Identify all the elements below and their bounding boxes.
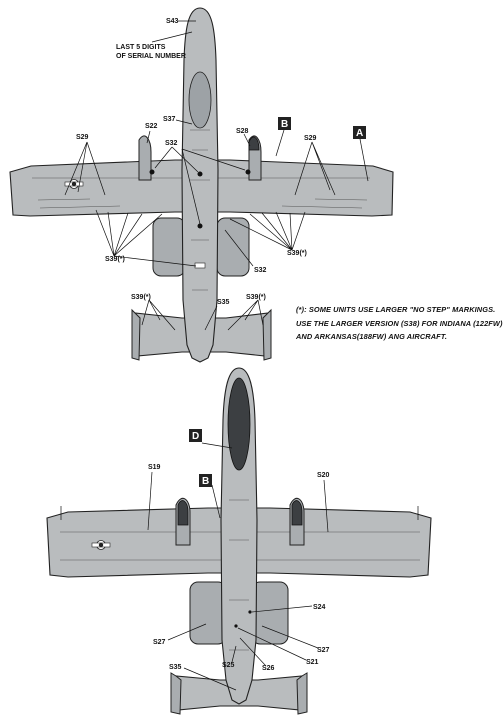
note-line-2: USE THE LARGER VERSION (S38) FOR INDIANA…	[296, 318, 503, 328]
top-left-gear-pod	[138, 135, 152, 181]
top-fuselage	[181, 7, 219, 363]
label-s29-left: S29	[76, 134, 89, 141]
top-national-insignia	[64, 179, 84, 189]
top-box-b: B	[275, 117, 291, 157]
top-box-a: A	[353, 126, 369, 182]
bottom-national-insignia	[91, 540, 111, 550]
label-s28: S28	[236, 128, 249, 135]
top-right-pod-dark	[248, 136, 260, 151]
label-s22: S22	[145, 123, 158, 130]
label-serial-note-2: OF SERIAL NUMBER	[116, 53, 186, 60]
svg-text:D: D	[192, 431, 199, 442]
diagram-canvas: S43 LAST 5 DIGITS OF SERIAL NUMBER S37 S…	[9, 7, 432, 715]
top-view-leader-lines	[64, 20, 336, 331]
label-s29-right: S29	[304, 135, 317, 142]
svg-text:B: B	[281, 119, 288, 130]
bottom-right-fin	[296, 672, 308, 715]
label-s35-top: S35	[217, 299, 230, 306]
label-s37: S37	[163, 116, 176, 123]
top-left-fin	[131, 308, 141, 361]
note-line-1: (*): SOME UNITS USE LARGER "NO STEP" MAR…	[296, 305, 496, 314]
bottom-view-aircraft	[46, 367, 432, 715]
bottom-box-d: D	[189, 429, 202, 442]
label-s27-right: S27	[317, 647, 330, 654]
top-right-nacelle	[216, 217, 250, 277]
top-canopy	[188, 71, 212, 129]
markings-note: (*): SOME UNITS USE LARGER "NO STEP" MAR…	[296, 303, 503, 344]
label-s32-lower: S32	[254, 267, 267, 274]
bottom-left-nacelle	[189, 581, 227, 645]
note-line-3: AND ARKANSAS(188FW) ANG AIRCRAFT.	[296, 332, 447, 341]
top-right-fin	[262, 308, 272, 361]
bottom-antiglare-panel	[227, 377, 251, 471]
label-s19: S19	[148, 464, 161, 471]
bottom-right-nacelle	[251, 581, 289, 645]
top-left-nacelle	[152, 217, 186, 277]
label-s27-left: S27	[153, 639, 166, 646]
label-s43: S43	[166, 18, 179, 25]
decal-placement-sheet: { "top_view": { "labels": { "s43": "S43"…	[9, 7, 503, 715]
label-s39-left: S39(*)	[105, 256, 125, 263]
label-serial-note-1: LAST 5 DIGITS	[116, 44, 166, 51]
label-s20: S20	[317, 472, 330, 479]
label-s39-right: S39(*)	[287, 250, 307, 257]
label-s21: S21	[306, 659, 319, 666]
label-s39-tail-left: S39(*)	[131, 294, 151, 301]
label-s32-upper: S32	[165, 140, 178, 147]
label-s35-bottom: S35	[169, 664, 182, 671]
label-s24: S24	[313, 604, 326, 611]
svg-text:A: A	[356, 128, 363, 139]
bottom-left-fin	[170, 672, 182, 715]
label-s39-tail-right: S39(*)	[246, 294, 266, 301]
bottom-view-leader-lines	[147, 442, 329, 691]
svg-text:B: B	[202, 476, 209, 487]
bottom-box-b: B	[199, 474, 212, 487]
label-s25: S25	[222, 662, 235, 669]
label-s26: S26	[262, 665, 275, 672]
